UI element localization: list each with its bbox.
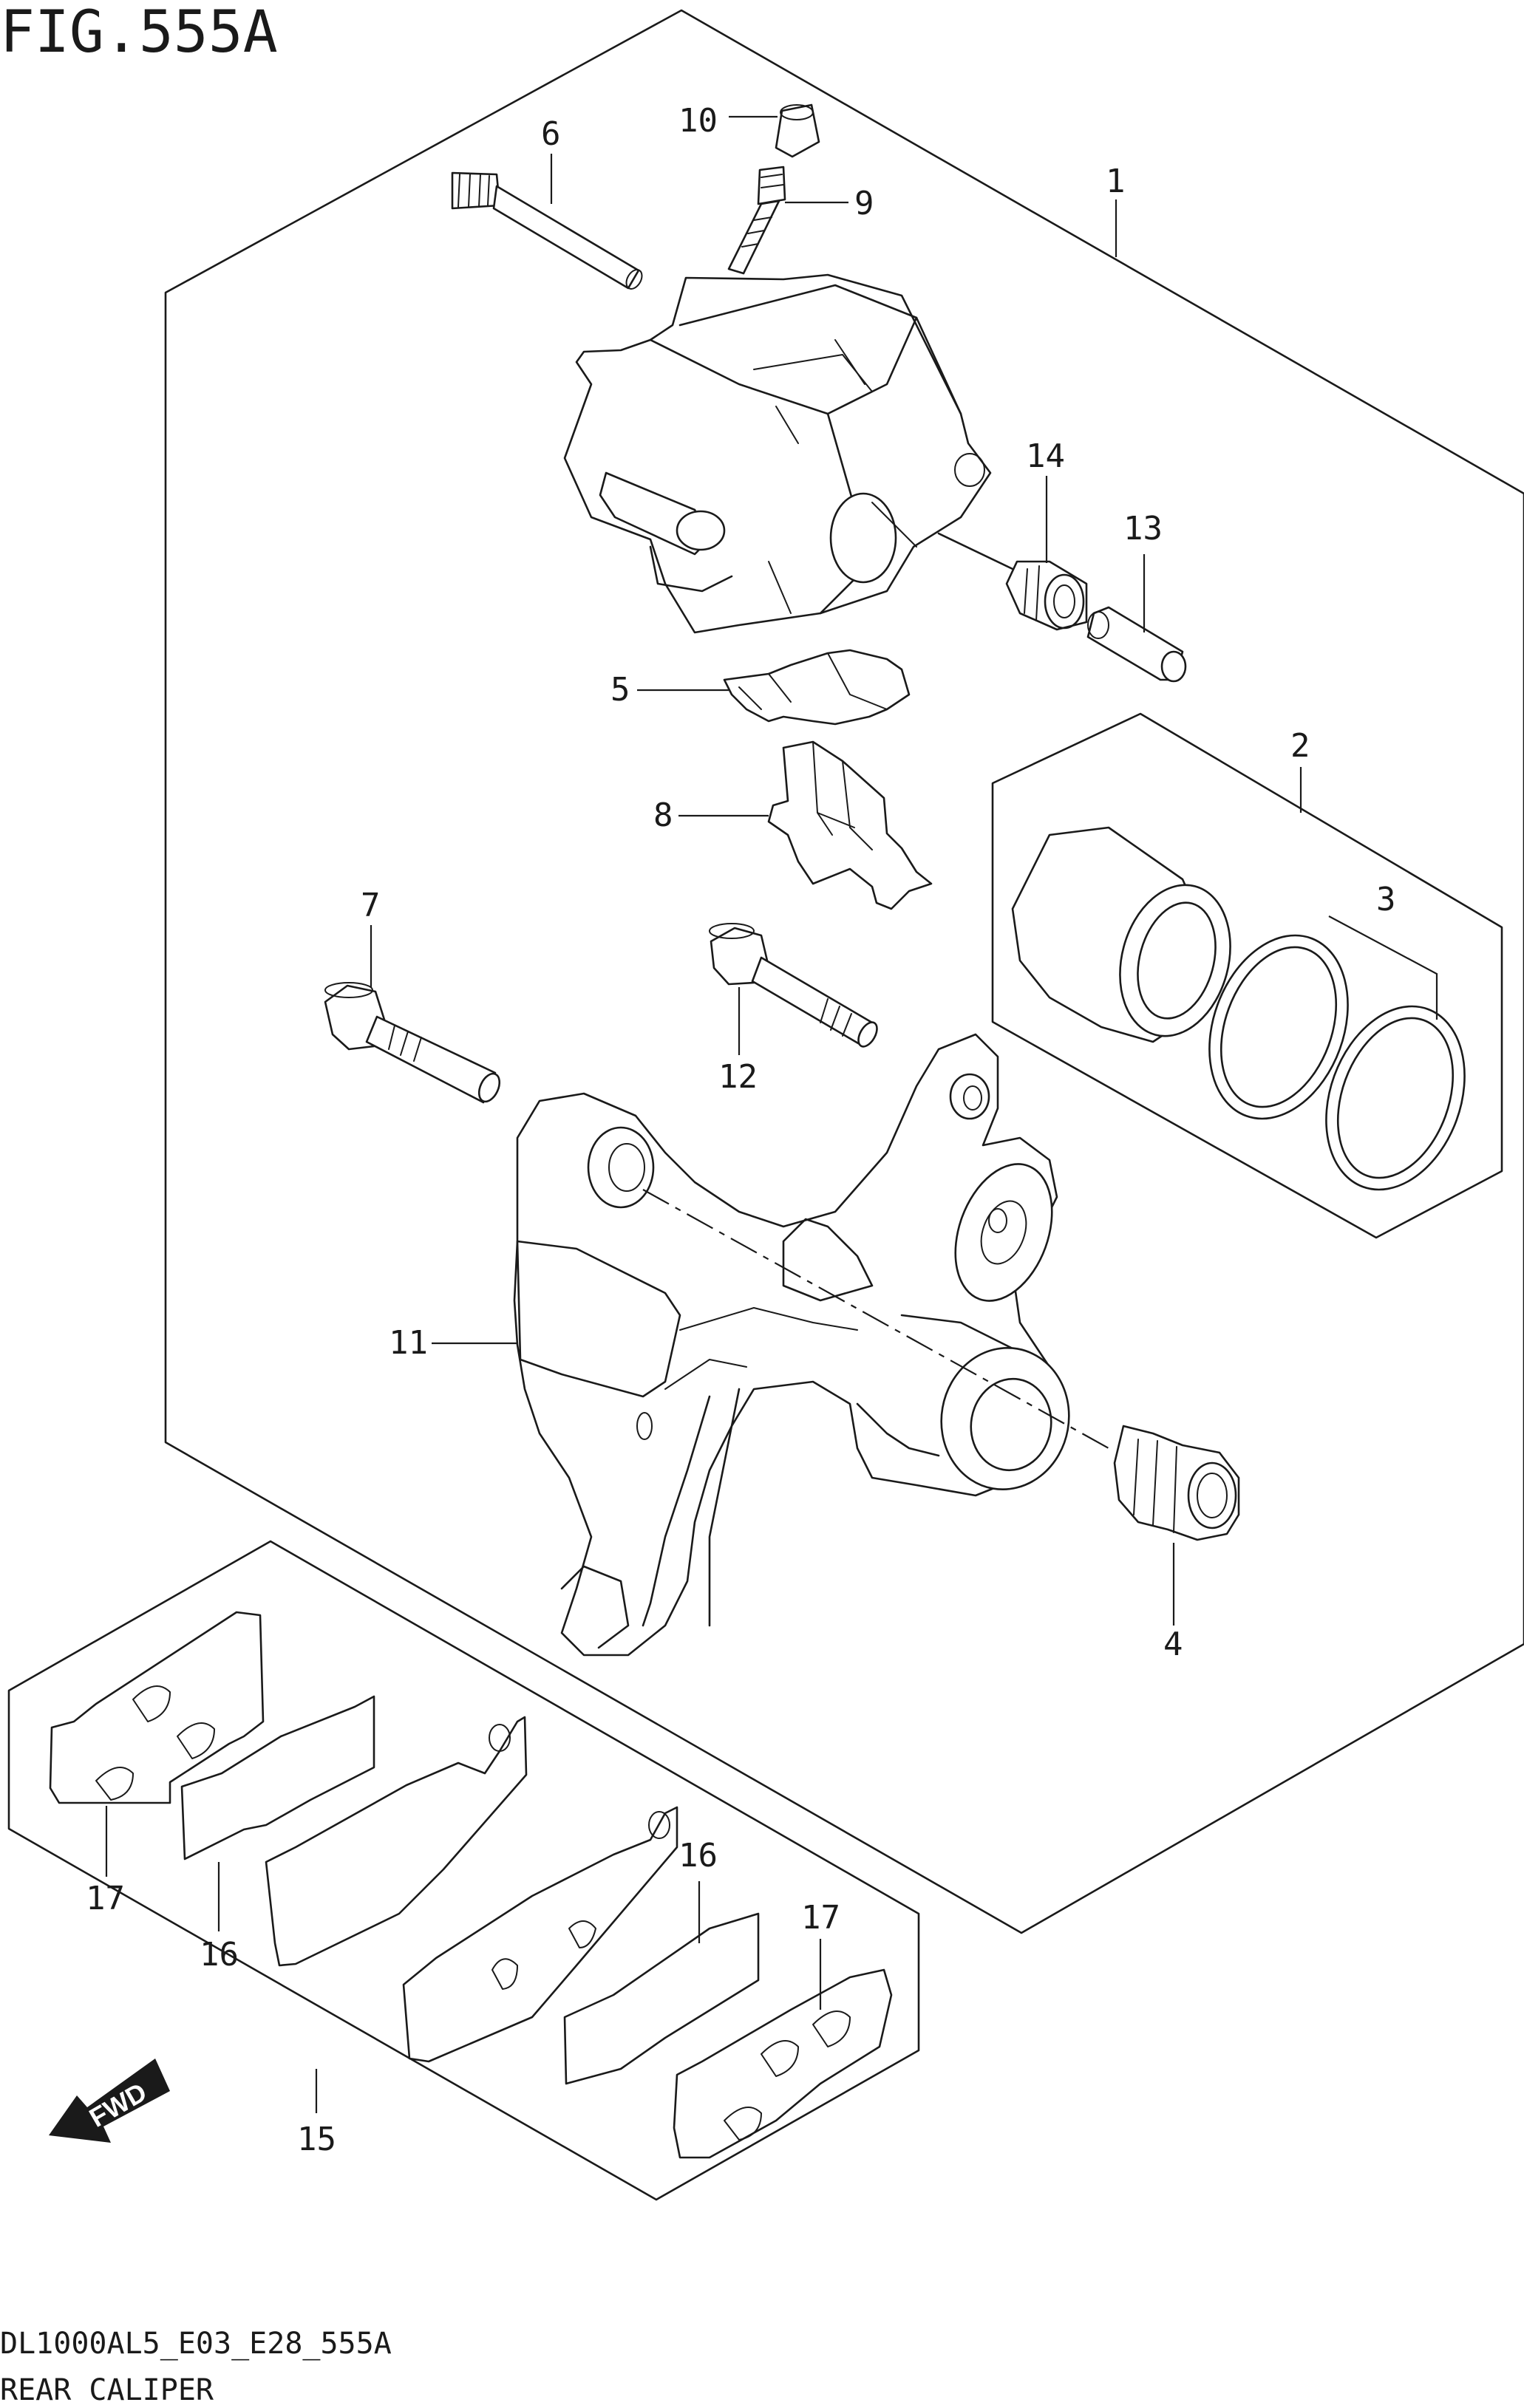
callout-2: 2 [1290, 727, 1310, 765]
section-name: REAR CALIPER [0, 2373, 214, 2407]
callout-8: 8 [653, 797, 673, 834]
part-shim-16-right [563, 1912, 760, 2085]
part-bolt-7 [324, 982, 501, 1104]
part-pad-right [402, 1806, 678, 2063]
part-bleeder-cap [775, 103, 820, 158]
part-bleeder-valve [727, 166, 786, 275]
callout-16b: 16 [678, 1837, 718, 1875]
part-piston-seals [1208, 915, 1466, 1191]
part-shim-17-right [673, 1968, 893, 2159]
part-bracket [513, 1033, 1070, 1657]
callout-6: 6 [541, 115, 561, 153]
callout-12: 12 [718, 1058, 758, 1096]
callout-17a: 17 [86, 1880, 125, 1917]
caliper-assembly-outline [164, 9, 1524, 1934]
pad-set-outline [7, 1540, 920, 2201]
part-shim-17-left [49, 1611, 265, 1804]
callout-1: 1 [1106, 163, 1126, 200]
figure-title: FIG.555A [0, 0, 278, 66]
callout-14: 14 [1026, 437, 1065, 475]
callout-15: 15 [297, 2121, 336, 2158]
callout-16a: 16 [200, 1936, 239, 1974]
part-piston [1011, 826, 1231, 1043]
callout-13: 13 [1123, 510, 1163, 548]
part-pad-left [265, 1716, 528, 1967]
part-shim-16-left [180, 1695, 375, 1860]
part-spring [723, 649, 911, 726]
callout-3: 3 [1376, 881, 1396, 918]
callout-11: 11 [389, 1324, 428, 1362]
part-caliper-body [563, 273, 1014, 634]
callout-17b: 17 [801, 1899, 840, 1937]
axis-line [642, 1189, 1109, 1449]
piston-set-outline [991, 712, 1503, 1239]
part-dust-boot [1113, 1425, 1240, 1541]
callout-10: 10 [678, 102, 718, 140]
part-pin [451, 171, 643, 290]
callout-9: 9 [854, 185, 874, 222]
part-pad-retainer [767, 740, 933, 910]
callout-4: 4 [1163, 1626, 1183, 1663]
part-sleeve [1086, 606, 1187, 683]
callout-5: 5 [610, 671, 630, 709]
part-bolt-12 [709, 923, 878, 1048]
part-boot [1005, 560, 1088, 631]
fwd-arrow-icon: FWD [49, 2059, 170, 2143]
model-code: DL1000AL5_E03_E28_555A [0, 2327, 392, 2361]
callout-7: 7 [361, 887, 381, 924]
